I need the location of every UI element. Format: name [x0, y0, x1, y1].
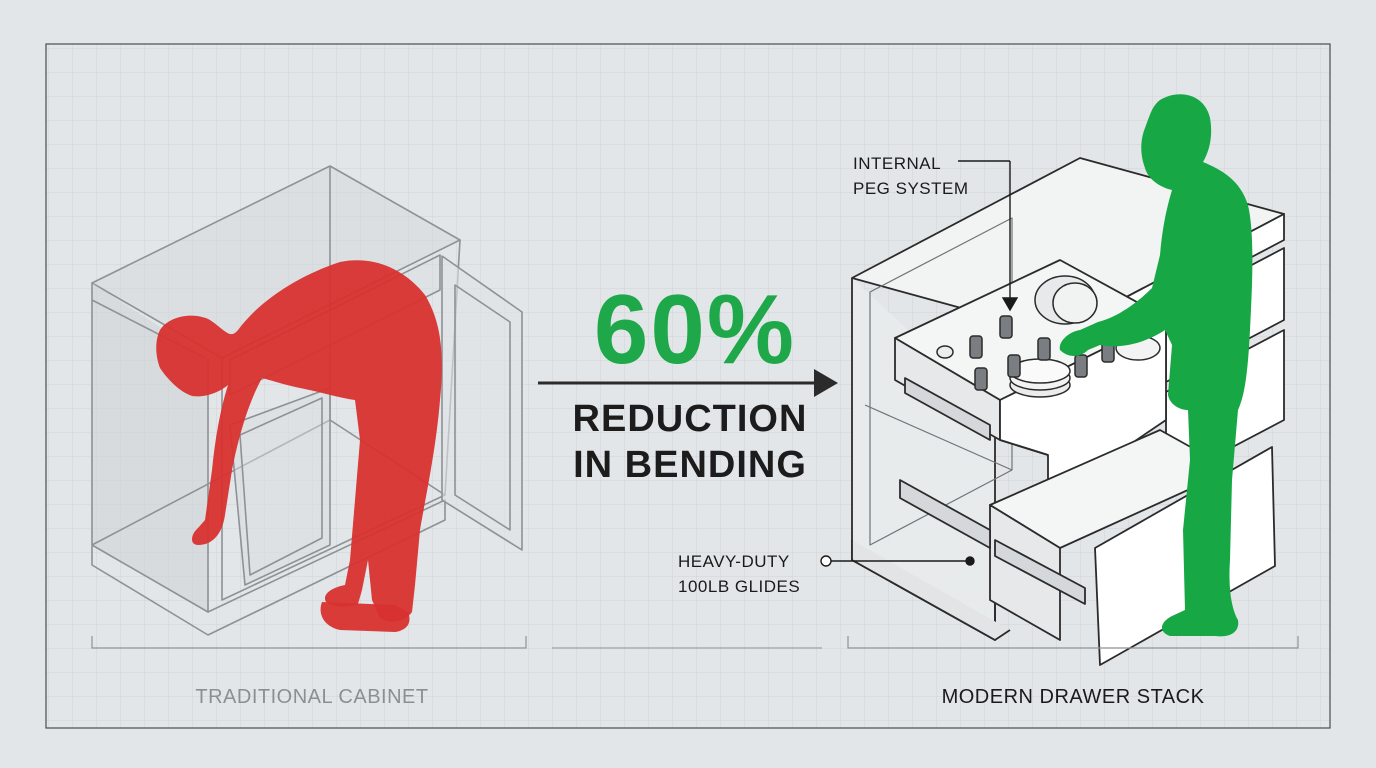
peg-callout-line-2: PEG SYSTEM [853, 179, 969, 198]
right-baseline [847, 636, 1299, 649]
arrow-right-icon [538, 369, 838, 397]
standing-person-figure [1059, 94, 1253, 637]
modern-drawer-caption: MODERN DRAWER STACK [941, 686, 1205, 708]
traditional-cabinet-caption: TRADITIONAL CABINET [195, 686, 429, 708]
reduction-text: REDUCTION IN BENDING [540, 396, 840, 488]
peg-system-callout: INTERNAL PEG SYSTEM [853, 151, 969, 201]
reduction-line-2: IN BENDING [573, 444, 807, 486]
glide-callout-line-2: 100LB GLIDES [678, 577, 801, 596]
peg-callout-leader [958, 160, 1019, 312]
bending-person-figure [156, 260, 442, 632]
dishes-and-pegs [936, 275, 1161, 398]
reduction-percentage: 60% [593, 274, 797, 384]
glide-callout-leader [820, 555, 975, 567]
cabinet-open-door [441, 255, 523, 551]
glide-callout-line-1: HEAVY-DUTY [678, 552, 790, 571]
left-baseline [91, 636, 527, 649]
glides-callout: HEAVY-DUTY 100LB GLIDES [678, 549, 800, 599]
reduction-line-1: REDUCTION [572, 398, 808, 440]
peg-callout-line-1: INTERNAL [853, 154, 942, 173]
